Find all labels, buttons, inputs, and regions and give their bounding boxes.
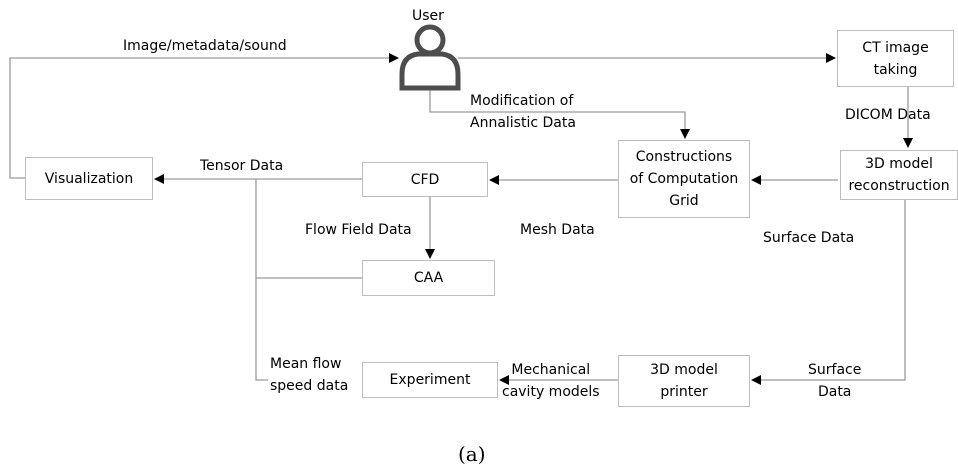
edge-label-modification: Modification of Annalistic Data bbox=[470, 93, 576, 131]
figure-caption: (a) bbox=[458, 442, 486, 466]
edge-label-image-metadata-sound: Image/metadata/sound bbox=[123, 38, 287, 54]
reconstruction-node: 3D model reconstruction bbox=[840, 150, 958, 200]
edge-label-flow-field: Flow Field Data bbox=[305, 222, 412, 238]
cfd-node: CFD bbox=[362, 162, 488, 197]
edge-label-surface-bottom: Surface Data bbox=[808, 362, 862, 400]
user-icon bbox=[399, 24, 461, 91]
edge-label-mesh: Mesh Data bbox=[520, 222, 595, 238]
ct-image-taking-node: CT image taking bbox=[837, 30, 954, 87]
edge-label-surface-top: Surface Data bbox=[763, 230, 855, 246]
experiment-node: Experiment bbox=[362, 362, 498, 398]
edge-label-mechanical: Mechanical cavity models bbox=[502, 362, 600, 400]
edge-visualization-to-user bbox=[9, 53, 399, 179]
visualization-node: Visualization bbox=[25, 157, 153, 200]
edge-reconstruction-to-printer bbox=[751, 200, 906, 385]
computation-grid-node: Constructions of Computation Grid bbox=[618, 140, 750, 218]
user-label: User bbox=[412, 8, 444, 24]
edge-user-to-grid bbox=[429, 90, 690, 139]
edge-tensor-branch bbox=[255, 179, 268, 381]
edge-label-tensor: Tensor Data bbox=[200, 158, 284, 174]
printer-node: 3D model printer bbox=[618, 355, 750, 407]
edge-label-dicom: DICOM Data bbox=[845, 107, 931, 123]
edge-label-mean-flow: Mean flow speed data bbox=[270, 356, 349, 394]
caa-node: CAA bbox=[362, 260, 495, 296]
